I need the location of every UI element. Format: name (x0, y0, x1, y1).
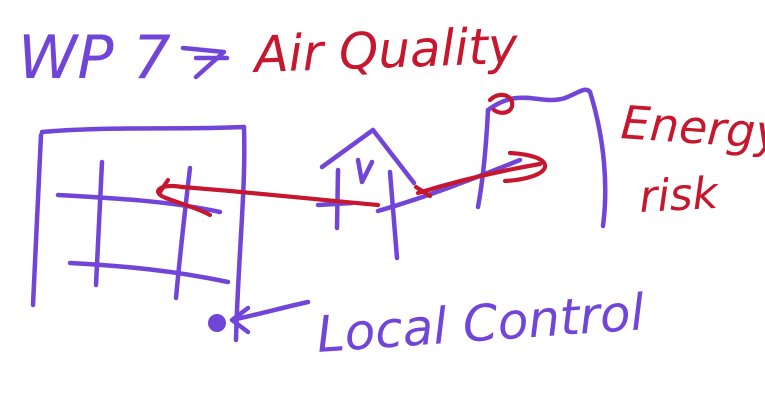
risk-label: risk (638, 168, 721, 223)
title-arrow-icon (180, 45, 230, 80)
pointer-arrow (229, 299, 311, 335)
title-prefix: WP 7 (18, 23, 171, 93)
exchange-arrows (156, 92, 548, 218)
local-control-label: Local Control (315, 283, 647, 364)
power-plant-icon (375, 87, 608, 229)
house-icon (315, 127, 417, 261)
title-text: Air Quality (250, 17, 519, 84)
energy-label: Energy (619, 95, 765, 160)
control-point-dot (208, 314, 226, 332)
building-grid-icon (30, 124, 247, 343)
